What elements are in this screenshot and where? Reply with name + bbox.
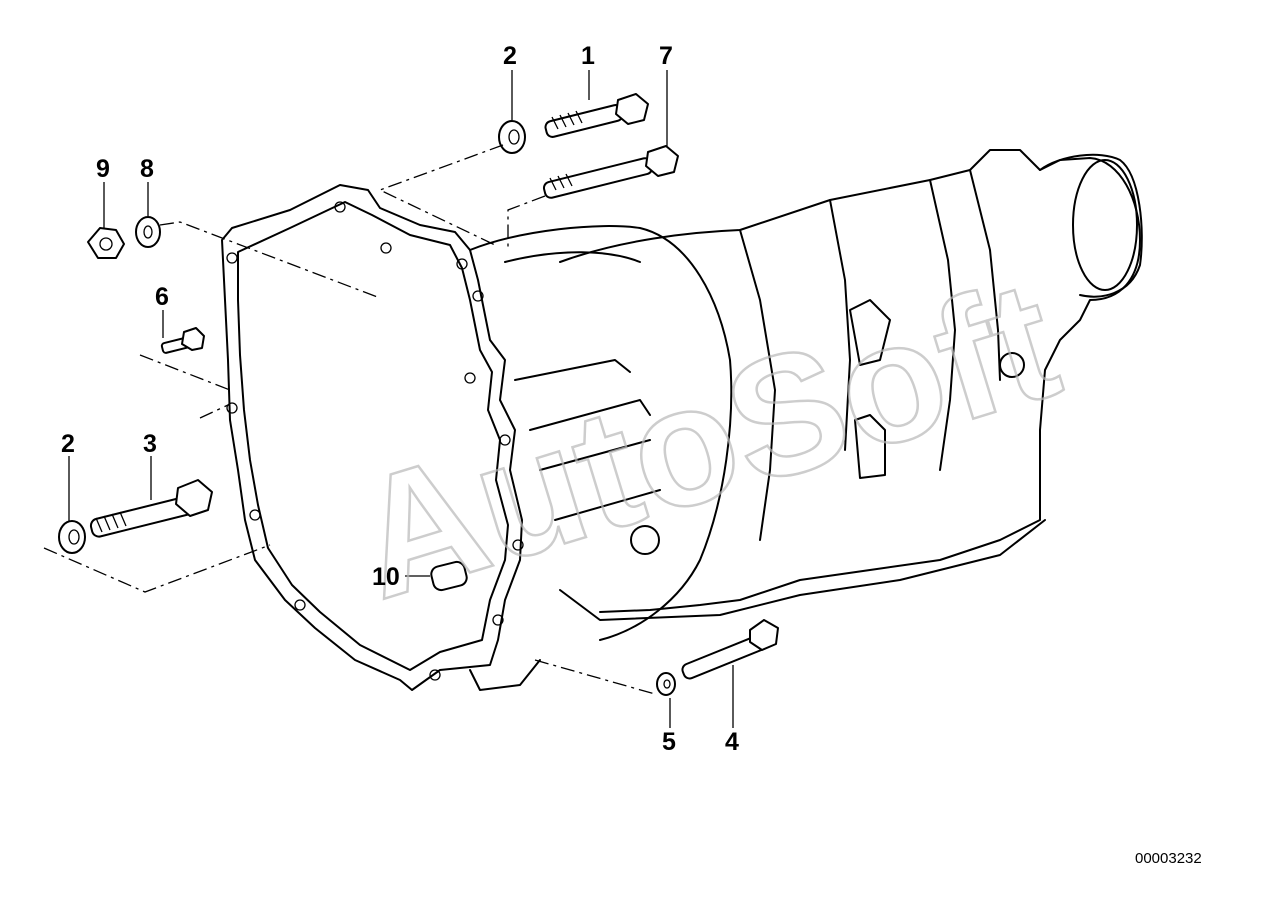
- callout-7: 7: [659, 42, 673, 70]
- callout-6: 6: [155, 283, 169, 311]
- washer-part-8: [135, 216, 161, 248]
- washer-part-5: [656, 672, 676, 696]
- dowel-part-10: [430, 560, 468, 592]
- bolt-part-7: [542, 145, 679, 199]
- nut-part-9: [87, 227, 125, 259]
- reference-number: 00003232: [1135, 850, 1202, 867]
- washer-part-2-left: [58, 520, 86, 554]
- callout-10: 10: [372, 563, 400, 591]
- washer-part-2-top: [498, 120, 526, 154]
- leader-lines: [43, 70, 734, 728]
- callout-5: 5: [662, 728, 676, 756]
- callout-8: 8: [140, 155, 154, 183]
- callout-4: 4: [725, 728, 739, 756]
- bolt-part-1: [544, 93, 649, 138]
- callout-2-left: 2: [61, 430, 75, 458]
- callout-labels: 2 1 7 9 8 6 2 3 10 5 4: [61, 42, 739, 756]
- callout-3: 3: [143, 430, 157, 458]
- callout-1: 1: [581, 42, 595, 70]
- watermark-text: AutoSoft: [335, 244, 1077, 635]
- callout-2-top: 2: [503, 42, 517, 70]
- bolt-part-6: [160, 327, 205, 354]
- bolt-part-3: [89, 479, 213, 538]
- transmission-housing: [221, 149, 1143, 691]
- bolt-part-4: [681, 619, 779, 680]
- callout-9: 9: [96, 155, 110, 183]
